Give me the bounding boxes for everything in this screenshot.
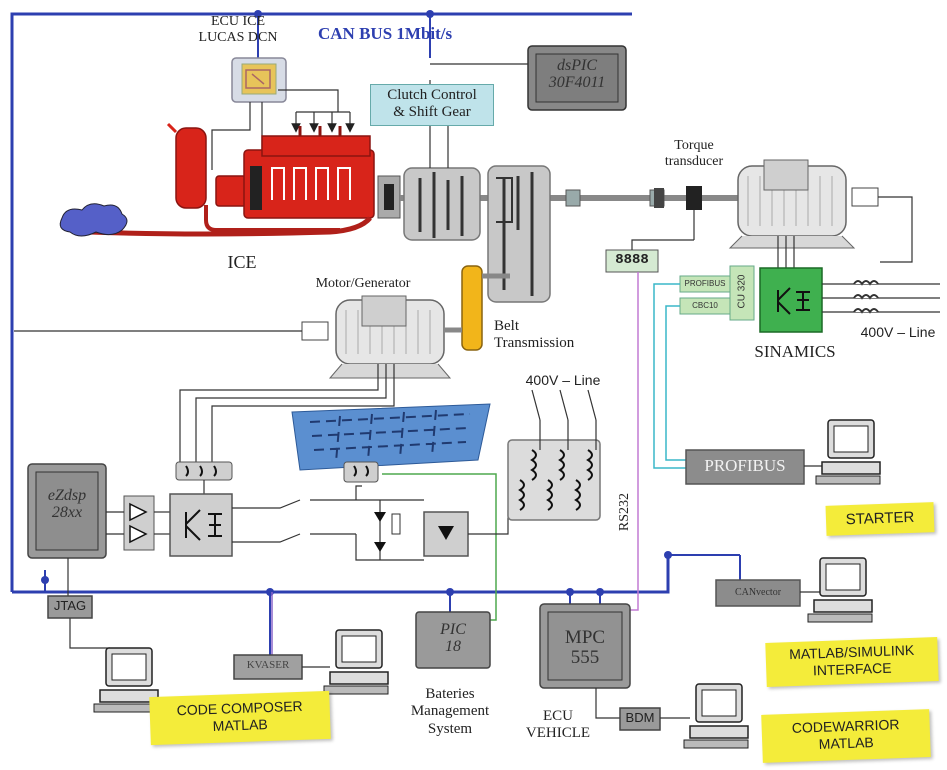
pic-label: PIC 18 [440, 621, 466, 655]
ecu-ice-module [211, 57, 355, 170]
pc-code-composer-icon [93, 647, 159, 713]
can-bus-title: CAN BUS 1Mbit/s [318, 24, 453, 43]
canvector-module [715, 579, 820, 607]
display-readout: 8888 [615, 252, 649, 268]
cbc10-label: CBC10 [692, 301, 718, 310]
ecu-ice-label: ECU ICE LUCAS DCN [198, 14, 278, 46]
clutch-gearbox [377, 63, 738, 303]
line-400v-mid-label: 400V – Line [525, 372, 601, 388]
code-composer-note: CODE COMPOSER MATLAB [149, 690, 331, 746]
pc-kvaser-icon [323, 629, 389, 695]
profibus-module [685, 449, 824, 485]
motor-generator [14, 265, 510, 379]
pc-codewarrior-icon [683, 683, 749, 749]
codewarrior-note: CODEWARRIOR MATLAB [761, 709, 931, 763]
torque-display [605, 210, 695, 273]
bdm-label: BDM [625, 710, 655, 725]
line-400v-right-label: 400V – Line [860, 324, 936, 340]
sinamics-drive [679, 265, 940, 333]
bateries-label: Bateries Management System [410, 686, 490, 737]
rs232-label: RS232 [616, 492, 632, 532]
dspic-label: dsPIC 30F4011 [548, 57, 606, 91]
profibus-label: PROFIBUS [704, 456, 786, 475]
can-bus-lines [10, 10, 741, 655]
dspic-chip [527, 45, 627, 111]
matlab-simulink-note: MATLAB/SIMULINK INTERFACE [765, 637, 939, 687]
ezdsp-label: eZdsp 28xx [47, 487, 87, 521]
clutch-label: Clutch Control & Shift Gear [370, 84, 494, 126]
motor-generator-label: Motor/Generator [315, 276, 411, 291]
bottom-modules [47, 595, 690, 731]
signal-wires [271, 272, 686, 662]
ecu-vehicle-label: ECU VEHICLE [525, 708, 591, 742]
mpc-label: MPC 555 [564, 627, 606, 668]
dc-link-circuit [232, 403, 509, 561]
canvector-label: CANvector [734, 587, 782, 598]
pc-icons [93, 419, 881, 749]
ezdsp-board [27, 463, 233, 596]
sinamics-label: SINAMICS [754, 342, 836, 361]
profibus-small-label: PROFIBUS [684, 279, 726, 288]
pc-starter-icon [815, 419, 881, 485]
grid-transformer [507, 389, 601, 521]
ice-label: ICE [227, 252, 257, 272]
mg-wiring [175, 364, 395, 481]
dyno-motor [728, 159, 913, 272]
torque-label: Torque transducer [664, 138, 724, 170]
cu320-label: CU 320 [736, 274, 748, 309]
kvaser-label: KVASER [246, 659, 290, 671]
jtag-label: JTAG [53, 598, 87, 613]
ice-engine [59, 122, 375, 237]
pc-matlab-simulink-icon [807, 557, 873, 623]
starter-note: STARTER [825, 502, 935, 536]
belt-label: Belt Transmission [494, 318, 575, 352]
